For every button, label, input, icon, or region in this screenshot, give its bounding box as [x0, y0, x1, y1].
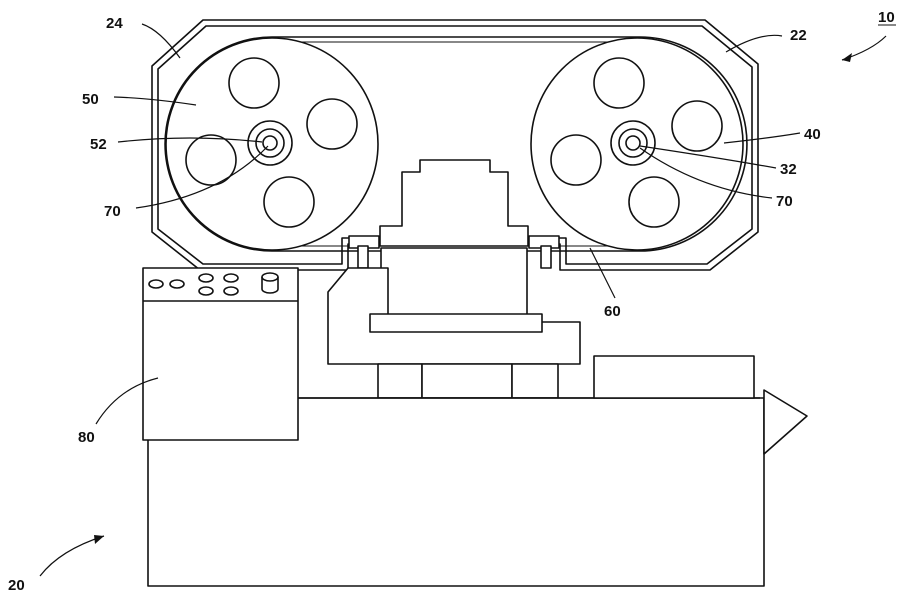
panel-knob-5: [223, 273, 239, 283]
right-reel-disc: [530, 37, 744, 251]
left-hub-outer: [247, 120, 293, 166]
support-foot-1: [377, 363, 423, 399]
control-panel: [142, 267, 299, 441]
right-hub-mid: [618, 128, 648, 158]
panel-knob-4: [198, 286, 214, 296]
label-80: 80: [78, 429, 95, 446]
carriage: [327, 267, 581, 399]
leader-lines: [39, 23, 887, 577]
head-block-upper: [379, 159, 529, 247]
label-50: 50: [82, 91, 99, 108]
right-post: [540, 245, 552, 269]
panel-knob-6: [223, 286, 239, 296]
left-reel-hole-bottom: [263, 176, 315, 228]
right-reel: [530, 37, 744, 251]
label-32: 32: [780, 161, 797, 178]
panel-knob-1: [148, 279, 164, 289]
leader-70-left: [135, 145, 269, 209]
left-post: [357, 245, 369, 269]
label-20: 20: [8, 577, 25, 594]
label-10: 10: [878, 9, 895, 26]
reference-labels: 10 22 24 50 52 70 40 32 70 60 80 20: [8, 9, 896, 594]
panel-dial-body: [261, 277, 279, 294]
panel-knob-3: [198, 273, 214, 283]
right-reel-hole-left: [550, 134, 602, 186]
carriage-plate: [369, 313, 543, 333]
leader-50: [113, 96, 197, 106]
housing-inner: [157, 25, 753, 265]
leader-22: [725, 34, 783, 53]
support-foot-2: [421, 363, 513, 399]
control-panel-body: [142, 267, 299, 441]
leader-70-right: [639, 147, 773, 199]
leader-20-arrow: [94, 535, 104, 544]
head-block: [348, 159, 560, 319]
support-foot-3: [511, 363, 559, 399]
base-arrow-nose: [763, 389, 808, 455]
right-reel-hole-bottom: [628, 176, 680, 228]
right-reel-hole-top: [593, 57, 645, 109]
left-hub-mid: [255, 128, 285, 158]
panel-knob-2: [169, 279, 185, 289]
right-hub-outer: [610, 120, 656, 166]
leader-10-arrow: [842, 53, 852, 62]
label-52: 52: [90, 136, 107, 153]
belt-outer: [164, 36, 748, 252]
carriage-frame: [327, 267, 581, 365]
label-22: 22: [790, 27, 807, 44]
label-24: 24: [106, 15, 123, 32]
leader-32: [639, 145, 777, 169]
leader-52: [117, 137, 263, 143]
label-70-left: 70: [104, 203, 121, 220]
left-reel-hole-top: [228, 57, 280, 109]
panel-dial-top: [261, 272, 279, 282]
left-reel-hole-right: [306, 98, 358, 150]
leader-40: [723, 132, 801, 144]
right-shaft: [625, 135, 641, 151]
leader-80: [95, 377, 159, 425]
label-40: 40: [804, 126, 821, 143]
left-reel: [165, 37, 379, 251]
left-shaft: [262, 135, 278, 151]
base-side-box: [593, 355, 755, 399]
leader-20: [39, 535, 105, 577]
left-reel-disc: [165, 37, 379, 251]
label-60: 60: [604, 303, 621, 320]
leader-24: [141, 23, 181, 59]
leader-60: [589, 247, 616, 299]
label-70-right: 70: [776, 193, 793, 210]
left-reel-hole-left: [185, 134, 237, 186]
right-reel-hole-right: [671, 100, 723, 152]
head-block-lower: [380, 247, 528, 319]
